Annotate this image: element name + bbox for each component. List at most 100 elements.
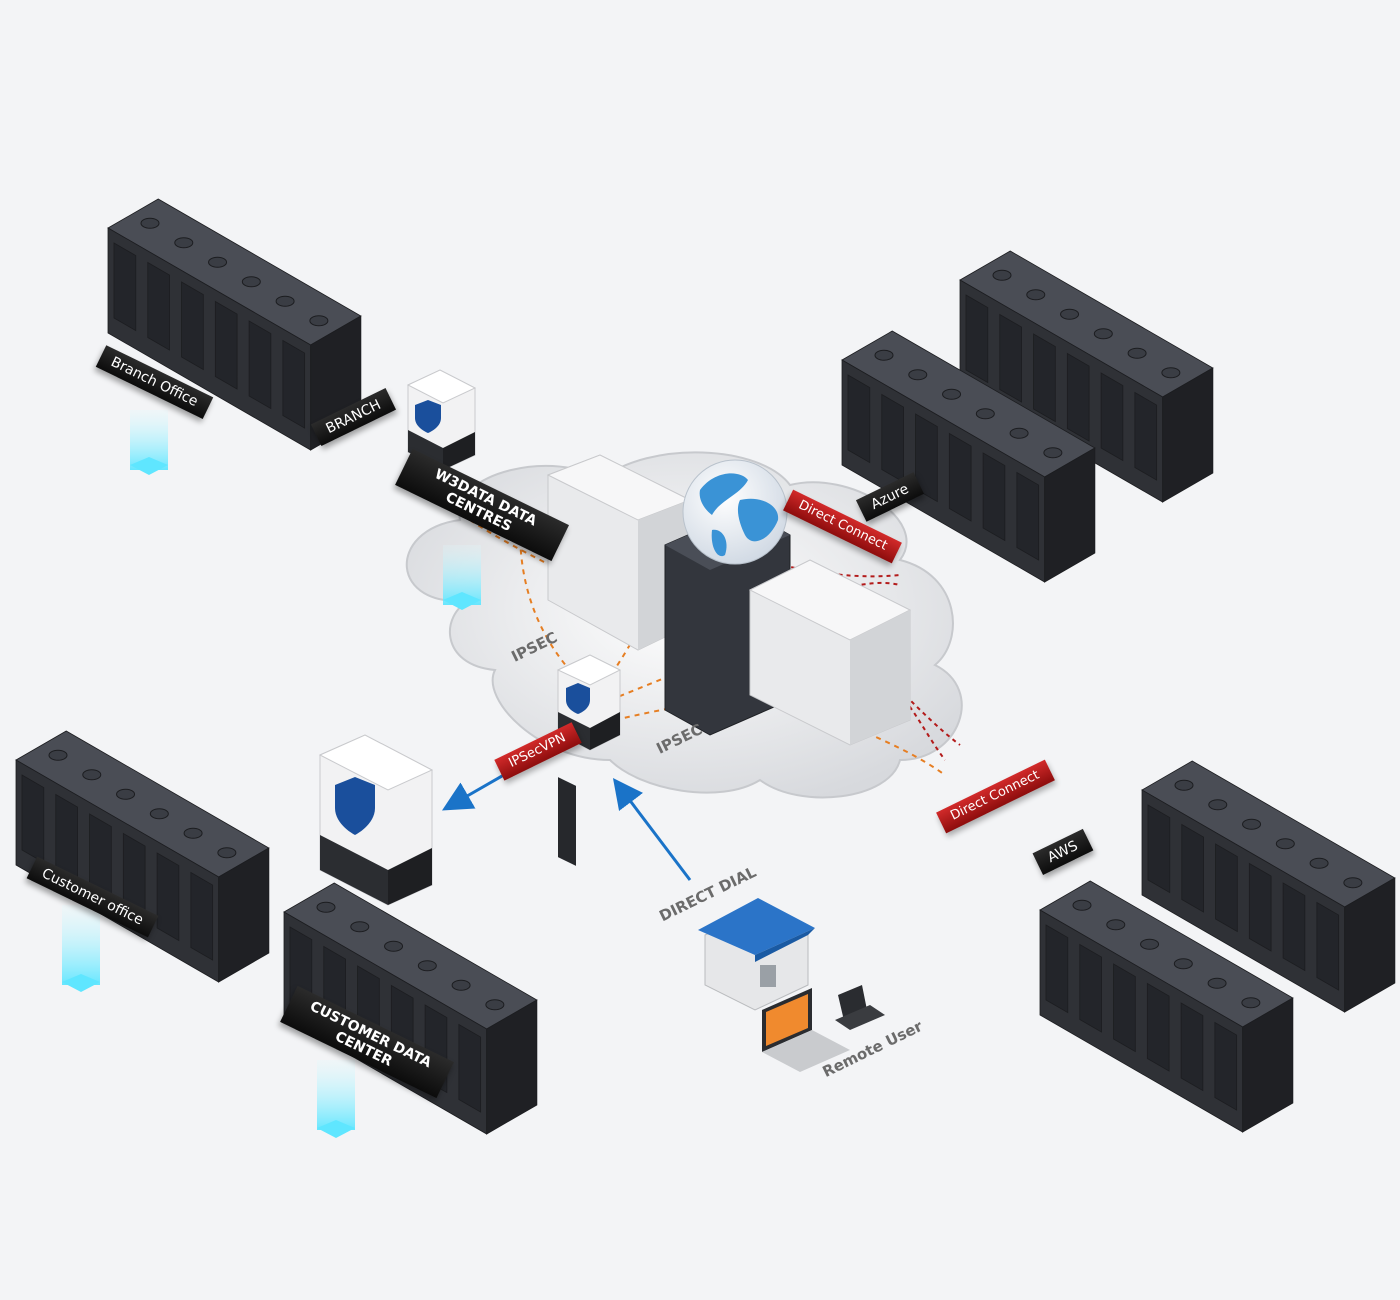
rack-door: [282, 339, 306, 429]
rack-side: [1044, 447, 1096, 583]
rack-fan: [183, 827, 203, 839]
rack-fan: [942, 388, 962, 400]
rack-side: [486, 999, 538, 1135]
rack-door: [190, 871, 214, 961]
rack-fan: [992, 269, 1012, 281]
rack-fan: [1343, 877, 1363, 889]
rack-fan: [316, 901, 336, 913]
rack-fan: [149, 808, 169, 820]
rack-door: [1147, 804, 1171, 894]
firewall-customer: [318, 734, 434, 906]
rack-fan: [1309, 857, 1329, 869]
rack-door: [1016, 471, 1040, 561]
rack-fan: [874, 349, 894, 361]
tablet-icon: [835, 985, 885, 1030]
rack-door: [1146, 982, 1170, 1072]
shield-s-icon: [335, 777, 375, 835]
rack-fan: [82, 769, 102, 781]
rack-group-azure-front: [841, 330, 1096, 583]
rack-fan: [1106, 919, 1126, 931]
laptop-icon: [762, 988, 850, 1072]
rack-fan: [174, 237, 194, 249]
rack-door: [147, 261, 170, 351]
rack-fan: [1242, 818, 1262, 830]
rack-door: [1248, 862, 1272, 952]
rack-door: [214, 300, 238, 390]
rack-fan: [451, 979, 471, 991]
rack-fan: [417, 960, 437, 972]
rack-door: [1214, 1021, 1238, 1111]
rack-group-customer-office: [15, 730, 270, 983]
rack-door: [1079, 943, 1102, 1033]
rack-group-aws-front: [1039, 880, 1294, 1133]
rack-fan: [350, 921, 370, 933]
rack-fan: [975, 408, 995, 420]
rack-fan: [908, 369, 928, 381]
rack-fan: [1009, 427, 1029, 439]
rack-fan: [208, 256, 228, 268]
rack-door: [948, 432, 972, 522]
rack-fan: [48, 749, 68, 761]
rack-fan: [485, 999, 505, 1011]
rack-fan: [1161, 367, 1181, 379]
server-rack-groups: [15, 198, 1396, 1135]
rack-door: [1113, 963, 1136, 1053]
rack-door: [1134, 391, 1158, 481]
rack-group-azure-back: [959, 250, 1214, 503]
rack-door: [881, 393, 904, 483]
rack-fan: [275, 295, 295, 307]
rack-side: [1344, 877, 1396, 1013]
rack-door: [915, 413, 938, 503]
rack-fan: [384, 940, 404, 952]
rack-fan: [1140, 938, 1160, 950]
central-datacenter: [546, 454, 912, 866]
rack-door: [21, 774, 45, 864]
rack-fan: [1207, 977, 1227, 989]
rack-door: [1100, 372, 1124, 462]
house-icon: [698, 898, 815, 1011]
shield-s-icon: [415, 400, 441, 433]
rack-fan: [1174, 779, 1194, 791]
rack-door: [113, 242, 137, 332]
rack-fan: [1241, 997, 1261, 1009]
rack-door: [1045, 924, 1069, 1014]
rack-fan: [1072, 899, 1092, 911]
rack-door: [1282, 882, 1306, 972]
rack-fan: [217, 847, 237, 859]
rack-fan: [241, 276, 261, 288]
rack-fan: [1173, 958, 1193, 970]
rack-door: [1180, 1002, 1204, 1092]
rack-fan: [116, 788, 136, 800]
rack-door: [965, 294, 989, 384]
rack-side: [1242, 997, 1294, 1133]
rack-door: [1316, 901, 1340, 991]
rack-door: [999, 313, 1022, 403]
firewall-branch: [406, 369, 477, 471]
rack-door: [1033, 333, 1056, 423]
rack-fan: [1275, 838, 1295, 850]
location-beams: [62, 410, 481, 1138]
rack-door: [847, 374, 871, 464]
rack-fan: [1060, 308, 1080, 320]
rack-door: [248, 320, 272, 410]
rack-fan: [1093, 328, 1113, 340]
rack-fan: [309, 315, 329, 327]
rack-door: [1066, 352, 1090, 442]
rack-door: [982, 452, 1006, 542]
rack-fan: [1208, 799, 1228, 811]
shield-s-icon: [566, 683, 590, 714]
rack-fan: [140, 217, 160, 229]
rack-side: [1162, 367, 1214, 503]
rack-fan: [1026, 289, 1046, 301]
rack-group-aws-back: [1141, 760, 1396, 1013]
rack-door: [156, 852, 180, 942]
rack-door: [458, 1023, 482, 1113]
globe-icon: [682, 459, 788, 565]
rack-group-branch: [107, 198, 362, 451]
rack-fan: [1043, 447, 1063, 459]
rack-side: [218, 847, 270, 983]
rack-door: [181, 281, 204, 371]
rack-door: [1215, 843, 1238, 933]
